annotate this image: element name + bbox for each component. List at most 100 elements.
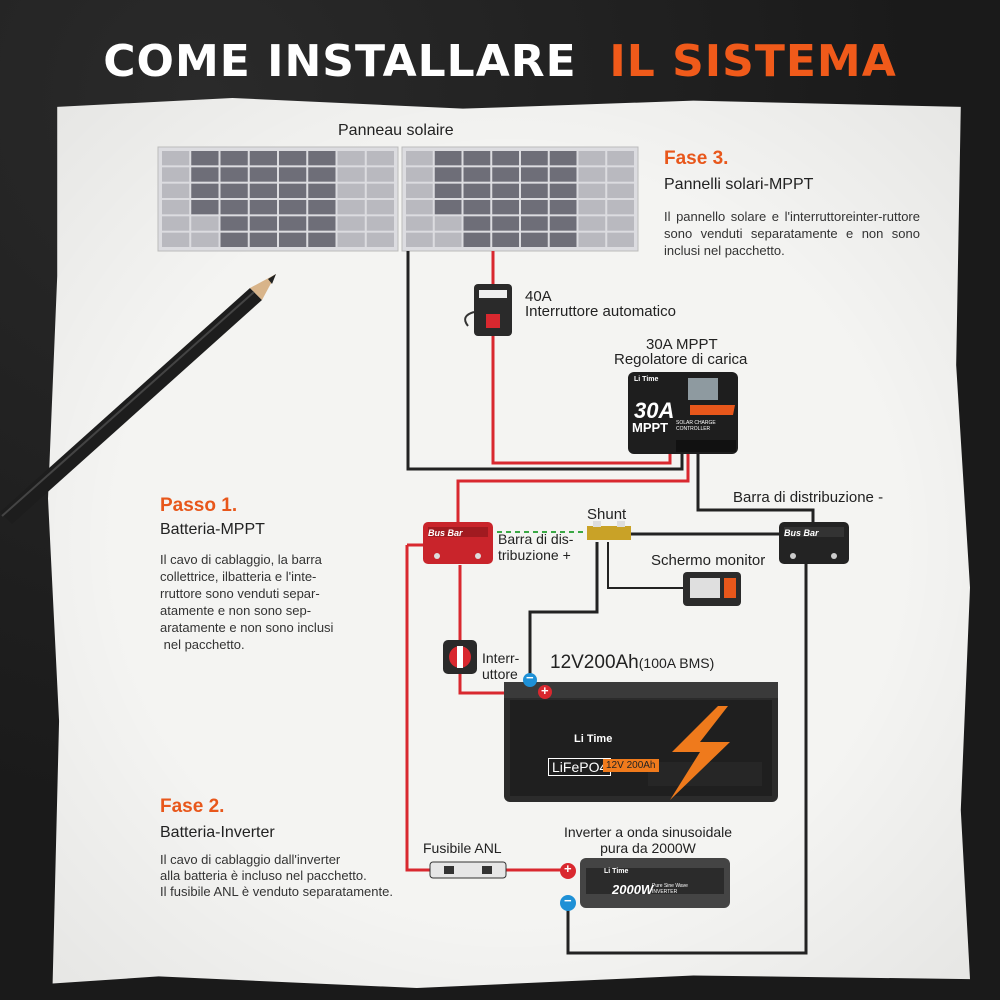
mppt-device-amp: 30A [634,398,675,423]
step-passo1-text: Il cavo di cablaggio, la barra collettri… [160,551,380,653]
solar-cell [521,167,548,182]
solar-cell [249,183,277,198]
solar-cell [162,183,190,198]
step-passo1-line: collettrice, ilbatteria e l'inte- [160,569,317,584]
battery-label-main: 12V200Ah [550,652,639,673]
solar-cell [191,232,219,247]
solar-cell [308,151,336,166]
battery-label: 12V200Ah(100A BMS) [550,652,714,674]
solar-cell [191,216,219,231]
solar-cell [406,167,433,182]
solar-cell [337,151,365,166]
solar-cell [162,200,190,215]
inverter-icon [560,858,730,911]
step-passo1-line: atamente e non sono sep- [160,603,312,618]
solar-cell [366,151,394,166]
solar-cell [549,216,577,231]
solar-cell [521,200,548,215]
step-passo1-line: aratamente e non sono inclusi [160,620,334,635]
solar-cell [492,216,519,231]
solar-cell [607,200,634,215]
breaker-label: Interruttore automatico [525,303,676,320]
solar-cell [549,183,577,198]
step-fase2-text: Il cavo di cablaggio dall'inverter alla … [160,852,460,900]
solar-cell [191,151,219,166]
solar-cell [337,167,365,182]
solar-cell [549,151,577,166]
step-fase2-line: Il fusibile ANL è venduto separatamente. [160,884,393,899]
step-fase2-line: Il cavo di cablaggio dall'inverter [160,852,341,867]
solar-cell [463,151,491,166]
wire-mppt-busbar-pos [456,454,690,527]
solar-cell [337,216,365,231]
solar-cell [578,183,606,198]
anl-fuse-icon [429,861,507,879]
solar-cell [220,232,248,247]
busbar-positive-icon [423,522,493,564]
mppt-amp-label: 30A MPPT [646,336,718,353]
solar-cell [308,232,336,247]
solar-cell [249,232,277,247]
solar-cell [434,167,462,182]
solar-cell [191,183,219,198]
solar-cell [578,151,606,166]
wire-panel-negative [406,251,684,471]
solar-cell [366,200,394,215]
solar-cell [279,216,307,231]
monitor-screen-icon [683,572,741,606]
solar-cell [521,183,548,198]
step-fase3-title: Pannelli solari-MPPT [664,176,814,193]
step-passo1-heading: Passo 1. [160,495,238,516]
title-part1: COME INSTALLARE [103,36,577,87]
anl-fuse-label: Fusibile ANL [423,840,502,856]
solar-cell [308,216,336,231]
wire-busbar-anl [405,545,430,872]
mppt-brand: Li Time [634,376,659,383]
shunt-label: Shunt [587,506,627,523]
switch-label: Interr- uttore [482,650,519,682]
solar-cell [434,232,462,247]
solar-cell [406,200,433,215]
solar-cell [249,167,277,182]
solar-cell [434,151,462,166]
solar-cell [549,232,577,247]
solar-cell [162,216,190,231]
solar-cell [279,183,307,198]
step-fase2-title: Batteria-Inverter [160,824,275,841]
solar-cell [249,216,277,231]
solar-cell [337,183,365,198]
solar-cell [549,200,577,215]
solar-cell [463,232,491,247]
battery-label-bms: (100A BMS) [638,655,715,671]
solar-cell [162,151,190,166]
mppt-controller-icon [628,372,738,454]
solar-cell [463,216,491,231]
busbar-negative-text: Barra di distribuzione - [733,489,884,506]
solar-cell [549,167,577,182]
circuit-breaker-icon [464,284,512,336]
step-fase2-line: alla batteria è incluso nel pacchetto. [160,868,367,883]
battery-plus-sign: + [541,683,549,698]
solar-cell [607,167,634,182]
step-fase3-text: Il pannello solare e l'interruttoreinter… [664,209,920,258]
solar-cell [308,183,336,198]
step-passo1-line: Il cavo di cablaggio, la barra [160,552,322,567]
shunt-icon [587,521,631,540]
step-fase2-heading: Fase 2. [160,796,225,817]
solar-cell [607,232,634,247]
solar-cell [492,232,519,247]
step-passo1-line: nel pacchetto. [160,637,245,652]
solar-cell [279,200,307,215]
monitor-label: Schermo monitor [651,552,766,569]
wire-shunt-battery-neg [528,542,599,680]
solar-cell [406,183,433,198]
solar-cell [406,232,433,247]
busbar-positive-text: Barra di dis- tribuzione + [498,531,573,563]
solar-cell [249,200,277,215]
solar-cell [607,183,634,198]
solar-cell [492,200,519,215]
inverter-minus-sign: − [564,893,572,908]
solar-cell [463,167,491,182]
step-fase3: Fase 3. Pannelli solari-MPPT Il pannello… [664,148,920,259]
inverter-plus-sign: + [564,861,572,876]
